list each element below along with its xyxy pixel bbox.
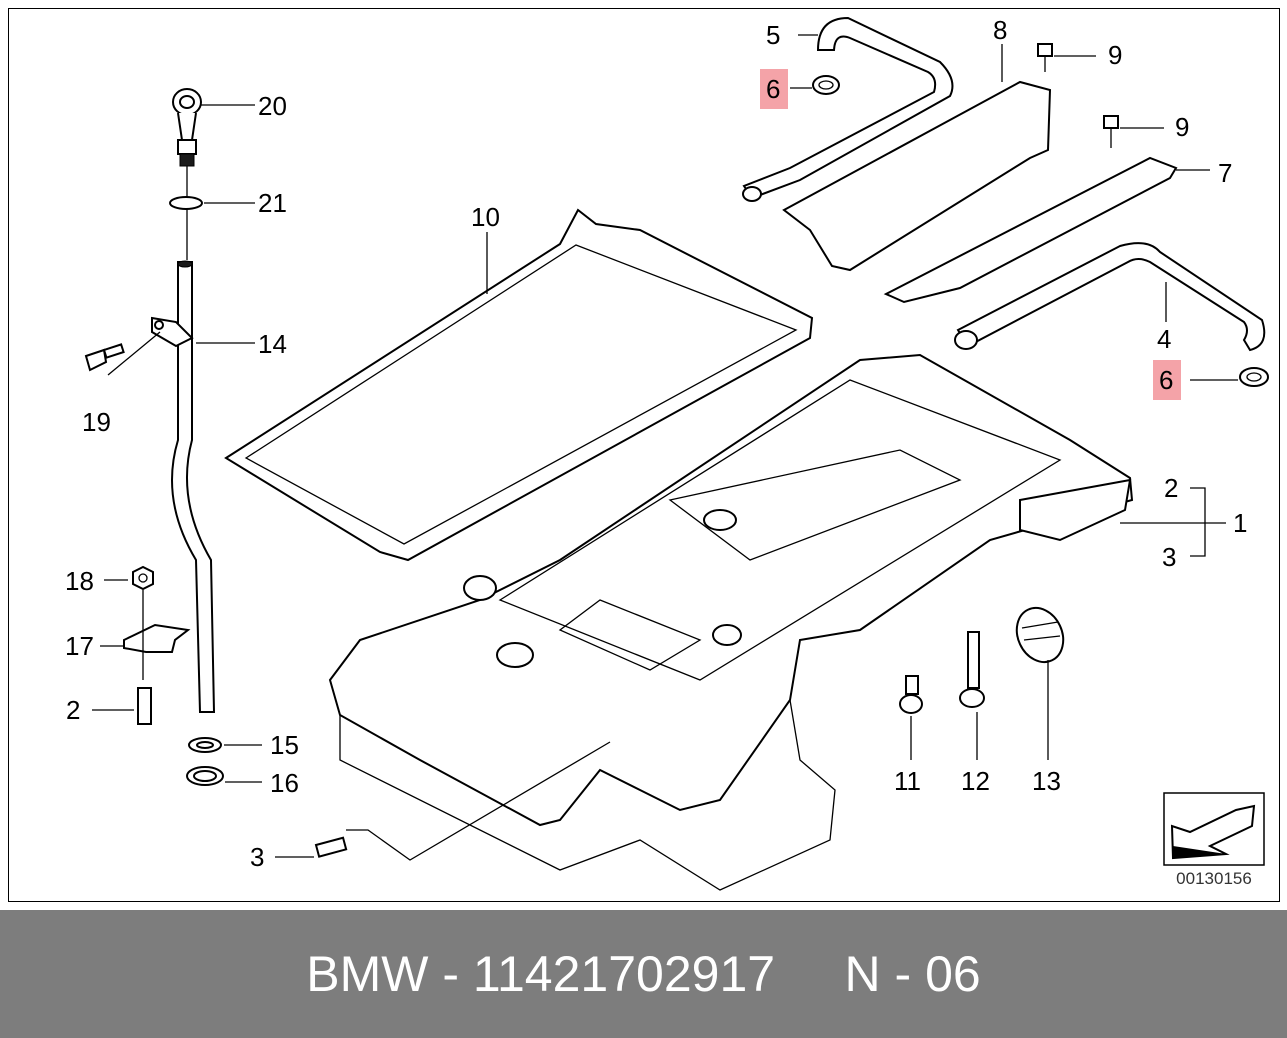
diagram-code: 00130156 — [1176, 869, 1252, 888]
callout-21: 21 — [258, 188, 287, 218]
fasteners-right — [899, 606, 1065, 714]
upper-oil-pan — [328, 353, 1134, 891]
callout-2: 2 — [1164, 473, 1178, 503]
callout-8: 8 — [993, 15, 1007, 45]
callout-18: 18 — [65, 566, 94, 596]
exploded-parts-diagram: 1 2 3 4 5 6 6 7 8 9 9 10 11 12 13 14 15 … — [65, 15, 1269, 891]
highlight-part-6-right — [1153, 360, 1181, 400]
oil-pan-gasket — [224, 208, 814, 562]
callout-labels: 1 2 3 4 5 6 6 7 8 9 9 10 11 12 13 14 15 … — [65, 15, 1247, 872]
highlight-part-6-top — [760, 69, 788, 109]
callout-3: 3 — [1162, 542, 1176, 572]
breather-pipes — [742, 16, 1269, 387]
part-number-text: BMW - 11421702917 N - 06 — [306, 946, 981, 1002]
orientation-box — [1163, 792, 1265, 866]
callout-12: 12 — [961, 766, 990, 796]
callout-13: 13 — [1032, 766, 1061, 796]
callout-5: 5 — [766, 20, 780, 50]
dipstick-assembly — [84, 88, 348, 858]
callout-1: 1 — [1233, 508, 1247, 538]
leader-lines — [92, 34, 1238, 861]
callout-11: 11 — [894, 766, 921, 796]
callout-19: 19 — [82, 407, 111, 437]
callout-17: 17 — [65, 631, 94, 661]
callout-2-stud: 2 — [66, 695, 80, 725]
callout-9-mid: 9 — [1175, 112, 1189, 142]
callout-10: 10 — [471, 202, 500, 232]
callout-16: 16 — [270, 768, 299, 798]
callout-14: 14 — [258, 329, 287, 359]
footer-bar: BMW - 11421702917 N - 06 — [0, 910, 1287, 1038]
callout-20: 20 — [258, 91, 287, 121]
callout-4: 4 — [1157, 324, 1171, 354]
callout-6-right: 6 — [1159, 365, 1173, 395]
callout-9-top: 9 — [1108, 40, 1122, 70]
callout-6-top: 6 — [766, 74, 780, 104]
callout-15: 15 — [270, 730, 299, 760]
callout-3-stud: 3 — [250, 842, 264, 872]
callout-7: 7 — [1218, 158, 1232, 188]
